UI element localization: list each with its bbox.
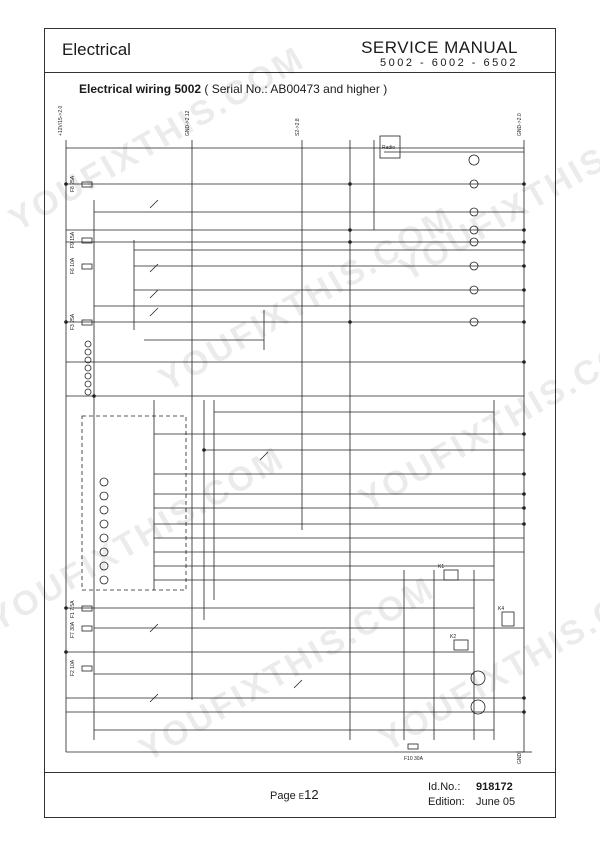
edition-value: June 05: [476, 796, 516, 808]
fuse-label-f2: F2 10A: [70, 659, 76, 676]
page-number: Page E12: [270, 787, 319, 802]
relay-label-k2: K2: [450, 634, 456, 640]
relay-label-k4: K4: [498, 606, 504, 612]
page-frame: [44, 28, 556, 818]
footer-divider: [44, 772, 556, 773]
page-section-letter: E: [298, 792, 305, 801]
section-title: Electrical: [62, 40, 131, 59]
manual-title: SERVICE MANUAL: [361, 38, 518, 57]
rail-label-12v: +12V/15->2.0: [58, 105, 64, 136]
radio-label: Radio: [382, 145, 395, 151]
edition-label: Edition:: [428, 796, 465, 808]
rail-label-gnd-20: GND->2.0: [517, 113, 523, 136]
diagram-title: Electrical wiring 5002 ( Serial No.: AB0…: [79, 82, 387, 96]
fuse-label-f8: F8 25A: [70, 175, 76, 192]
manual-header: SERVICE MANUAL 5002 - 6002 - 6502: [361, 38, 518, 69]
fuse-label-f7: F7 30A: [70, 621, 76, 638]
diagram-title-sub: ( Serial No.: AB00473 and higher ): [204, 82, 388, 96]
document-id-block: Id.No.: 918172 Edition: June 05: [428, 780, 515, 810]
header-divider: [44, 72, 556, 73]
fuse-label-f1: F1 7.5A: [70, 600, 76, 618]
diagram-title-main: Electrical wiring 5002: [79, 82, 202, 96]
rail-label-gnd-212: GND->2.12: [185, 110, 191, 136]
page-num-value: 12: [304, 787, 319, 802]
rail-label-gnd-bottom: GND: [517, 753, 523, 765]
fuse-label-f3: F3 25A: [70, 313, 76, 330]
id-label: Id.No.:: [428, 781, 461, 793]
fuse-label-f6: F6 10A: [70, 257, 76, 274]
rail-label-s2: S2->2.8: [295, 118, 301, 136]
fuse-label-f10: F10 30A: [404, 756, 424, 762]
model-numbers: 5002 - 6002 - 6502: [380, 57, 518, 69]
id-value: 918172: [476, 781, 513, 793]
relay-label-k1: K1: [438, 564, 444, 570]
page-prefix: Page: [270, 790, 296, 802]
fuse-label-f9: F9 15A: [70, 231, 76, 248]
wiring-diagram: +12V/15->2.0 GND->2.12 S2->2.8 GND->2.0 …: [58, 105, 532, 765]
